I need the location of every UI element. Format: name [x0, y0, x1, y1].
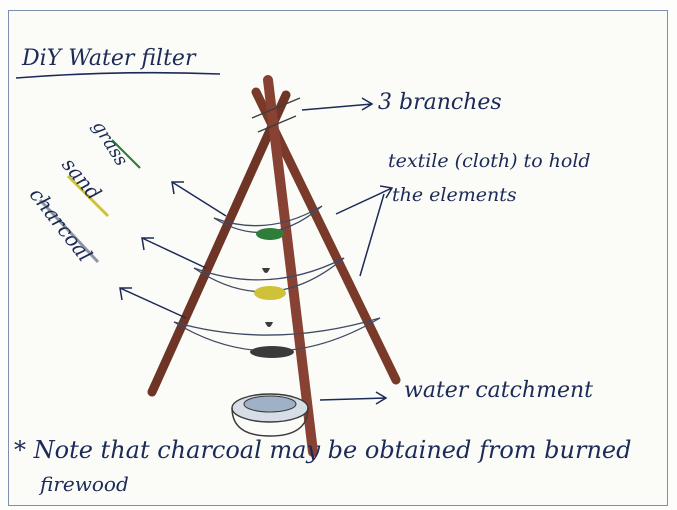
arrow-charcoal: [120, 288, 186, 318]
charcoal-layer: [250, 346, 294, 358]
drop-icon: [262, 268, 270, 273]
arrows: [120, 98, 392, 404]
note-line1: * Note that charcoal may be obtained fro…: [14, 438, 631, 462]
drop-icon: [265, 322, 273, 327]
water-catchment-bowl: [232, 394, 308, 436]
page-title: DiY Water filter: [22, 48, 195, 70]
label-branches: 3 branches: [378, 92, 502, 114]
label-textile-line1: textile (cloth) to hold: [388, 152, 591, 171]
arrow-sand: [142, 238, 206, 268]
arrow-grass: [172, 182, 226, 216]
note-line2: firewood: [40, 474, 129, 494]
arrow-textile-2: [360, 194, 384, 276]
arrow-catchment: [320, 392, 386, 404]
grass-layer: [256, 228, 284, 240]
label-water-catchment: water catchment: [404, 380, 593, 402]
arrow-textile: [336, 186, 392, 214]
label-textile-line2: the elements: [392, 186, 517, 205]
sand-layer: [254, 286, 286, 300]
arrow-branches: [302, 98, 372, 110]
title-underline: [16, 73, 220, 78]
